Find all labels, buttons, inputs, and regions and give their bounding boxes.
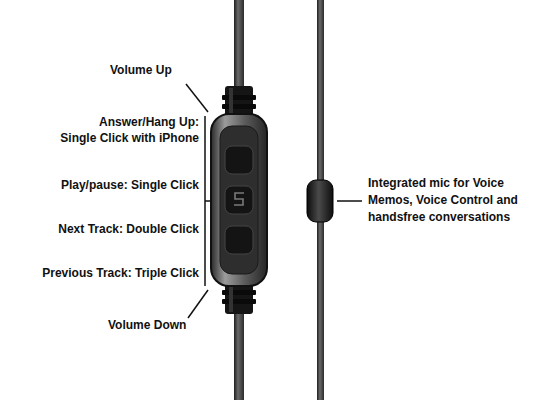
strain-relief-rib bbox=[222, 290, 256, 295]
strain-relief-rib bbox=[222, 104, 256, 109]
callout-label: Volume Up bbox=[110, 62, 172, 78]
leader-line bbox=[186, 84, 208, 112]
strain-relief-rib bbox=[222, 299, 256, 304]
microphone-capsule bbox=[307, 180, 333, 222]
callout-label: Previous Track: Triple Click bbox=[42, 265, 199, 281]
strain-relief-rib bbox=[222, 95, 256, 100]
callout-label: Integrated mic for Voice Memos, Voice Co… bbox=[368, 175, 524, 226]
leader-line bbox=[337, 200, 362, 202]
remote-housing bbox=[211, 114, 267, 286]
callout-label: Next Track: Double Click bbox=[58, 221, 199, 237]
remote-button bbox=[225, 146, 253, 174]
bracket-tick bbox=[205, 200, 211, 202]
callout-label: Play/pause: Single Click bbox=[61, 177, 199, 193]
leader-line bbox=[188, 290, 208, 318]
remote-face bbox=[220, 126, 258, 274]
brand-logo bbox=[234, 193, 244, 205]
remote-button bbox=[225, 186, 253, 214]
callout-label: Volume Down bbox=[108, 317, 186, 333]
remote-button bbox=[225, 226, 253, 254]
callout-label: Answer/Hang Up: Single Click with iPhone bbox=[29, 114, 199, 146]
